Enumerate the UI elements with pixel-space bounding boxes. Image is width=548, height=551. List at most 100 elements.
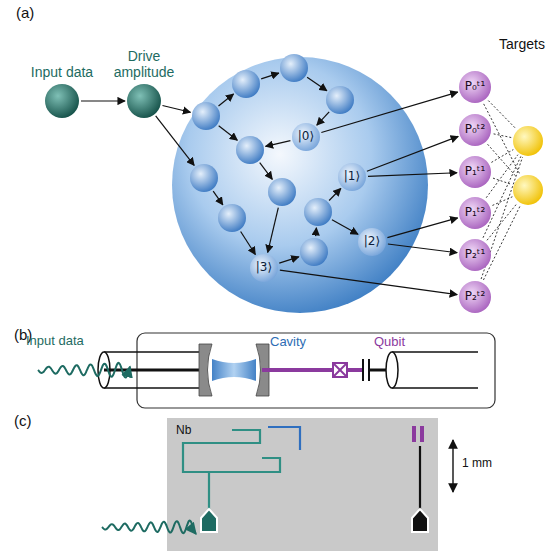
target-circle bbox=[513, 175, 543, 205]
connector-arrow bbox=[321, 92, 457, 132]
target-circle bbox=[513, 126, 543, 156]
node-symbol: |3⟩ bbox=[256, 261, 272, 275]
connector-arrow bbox=[280, 270, 457, 294]
panel-label: (a) bbox=[16, 4, 34, 21]
transition-arrow bbox=[162, 105, 190, 112]
transition-arrow bbox=[260, 163, 273, 180]
input-circle: Input data bbox=[45, 84, 79, 118]
input-wave bbox=[38, 363, 130, 378]
circle-fill bbox=[459, 239, 491, 271]
transition-arrow bbox=[315, 228, 317, 236]
readout-line bbox=[491, 150, 513, 163]
hidden-state bbox=[304, 198, 332, 226]
scale-bar bbox=[452, 440, 453, 492]
hidden-state bbox=[300, 238, 328, 266]
material-label: Nb bbox=[176, 424, 191, 438]
cavity-label: Cavity bbox=[270, 335, 306, 350]
panel-label: (c) bbox=[14, 412, 32, 429]
hidden-state bbox=[190, 164, 218, 192]
node-symbol: |1⟩ bbox=[344, 170, 360, 184]
transition-arrow bbox=[307, 77, 327, 91]
hidden-state bbox=[232, 70, 260, 98]
input-label: Input data bbox=[26, 334, 84, 349]
connector-arrow bbox=[81, 100, 125, 101]
circle-fill bbox=[459, 281, 491, 313]
node-symbol: |0⟩ bbox=[298, 130, 314, 144]
transition-arrow bbox=[219, 126, 238, 140]
hidden-state bbox=[218, 204, 246, 232]
hidden-state bbox=[268, 178, 296, 206]
readout-line bbox=[488, 144, 517, 177]
connector-arrow bbox=[368, 173, 457, 177]
node-symbol: P₁ᵗ¹ bbox=[465, 165, 485, 179]
output-coax bbox=[386, 352, 478, 388]
transition-arrow bbox=[156, 116, 194, 165]
input-wave bbox=[102, 521, 196, 534]
basis-state: |0⟩ bbox=[292, 123, 320, 151]
cavity-mirror bbox=[199, 344, 212, 396]
qubit-circuit bbox=[262, 359, 390, 381]
circle-fill bbox=[127, 84, 161, 118]
chip-traces bbox=[183, 427, 420, 515]
probability-node: P₁ᵗ¹ bbox=[459, 156, 491, 188]
transition-arrows bbox=[156, 73, 358, 263]
connector-arrow bbox=[387, 218, 457, 238]
circle-fill bbox=[459, 114, 491, 146]
basis-state: |3⟩ bbox=[250, 254, 278, 282]
node-symbol: P₂ᵗ¹ bbox=[465, 248, 485, 262]
circle-fill bbox=[358, 228, 386, 256]
transition-arrow bbox=[317, 112, 329, 125]
probability-node: P₂ᵗ² bbox=[459, 281, 491, 313]
circle-outline bbox=[127, 84, 161, 118]
circle-fill bbox=[338, 163, 366, 191]
hidden-state bbox=[192, 102, 220, 130]
reservoir-sphere bbox=[172, 57, 428, 313]
readout-line bbox=[494, 134, 512, 138]
node-symbol: |2⟩ bbox=[364, 235, 380, 249]
node-symbol: P₀ᵗ¹ bbox=[465, 80, 485, 94]
transition-arrow bbox=[241, 231, 256, 254]
transition-arrow bbox=[268, 208, 279, 253]
cavity-field bbox=[212, 359, 256, 381]
chip-capacitor bbox=[412, 426, 424, 442]
circle-outline bbox=[45, 84, 79, 118]
probability-node: P₀ᵗ¹ bbox=[459, 71, 491, 103]
transition-arrow bbox=[332, 220, 358, 234]
node-symbol: P₁ᵗ² bbox=[465, 206, 485, 220]
circle-fill bbox=[459, 71, 491, 103]
connector-arrow bbox=[388, 244, 457, 253]
hidden-state bbox=[236, 136, 264, 164]
transition-arrow bbox=[213, 191, 223, 205]
readout-line bbox=[492, 197, 512, 206]
readout-line bbox=[488, 101, 516, 129]
node-label: Input data bbox=[30, 64, 94, 80]
circle-fill bbox=[292, 123, 320, 151]
drive-circle: Drive amplitude bbox=[127, 84, 161, 118]
transition-arrow bbox=[279, 257, 299, 263]
circle-fill bbox=[250, 254, 278, 282]
transition-arrow bbox=[266, 141, 291, 147]
readout-line bbox=[493, 178, 512, 184]
targets-label: Targets bbox=[499, 36, 545, 52]
node-symbol: P₂ᵗ² bbox=[465, 290, 485, 304]
qubit-label: Qubit bbox=[374, 335, 405, 350]
circle-fill bbox=[459, 197, 491, 229]
transition-arrow bbox=[261, 73, 279, 79]
chip-substrate bbox=[167, 418, 438, 551]
transition-arrow bbox=[329, 188, 341, 200]
probability-node: P₁ᵗ² bbox=[459, 197, 491, 229]
node-symbol: P₀ᵗ² bbox=[465, 123, 485, 137]
connector-arrow bbox=[367, 136, 458, 171]
basis-state: |1⟩ bbox=[338, 163, 366, 191]
hidden-state bbox=[280, 54, 308, 82]
probability-node: P₂ᵗ¹ bbox=[459, 239, 491, 271]
hidden-states bbox=[190, 54, 354, 266]
probability-node: P₀ᵗ² bbox=[459, 114, 491, 146]
circle-fill bbox=[45, 84, 79, 118]
input-pad bbox=[201, 509, 217, 532]
hidden-state bbox=[326, 86, 354, 114]
scale-label: 1 mm bbox=[462, 457, 492, 471]
circle-fill bbox=[459, 156, 491, 188]
basis-state: |2⟩ bbox=[358, 228, 386, 256]
